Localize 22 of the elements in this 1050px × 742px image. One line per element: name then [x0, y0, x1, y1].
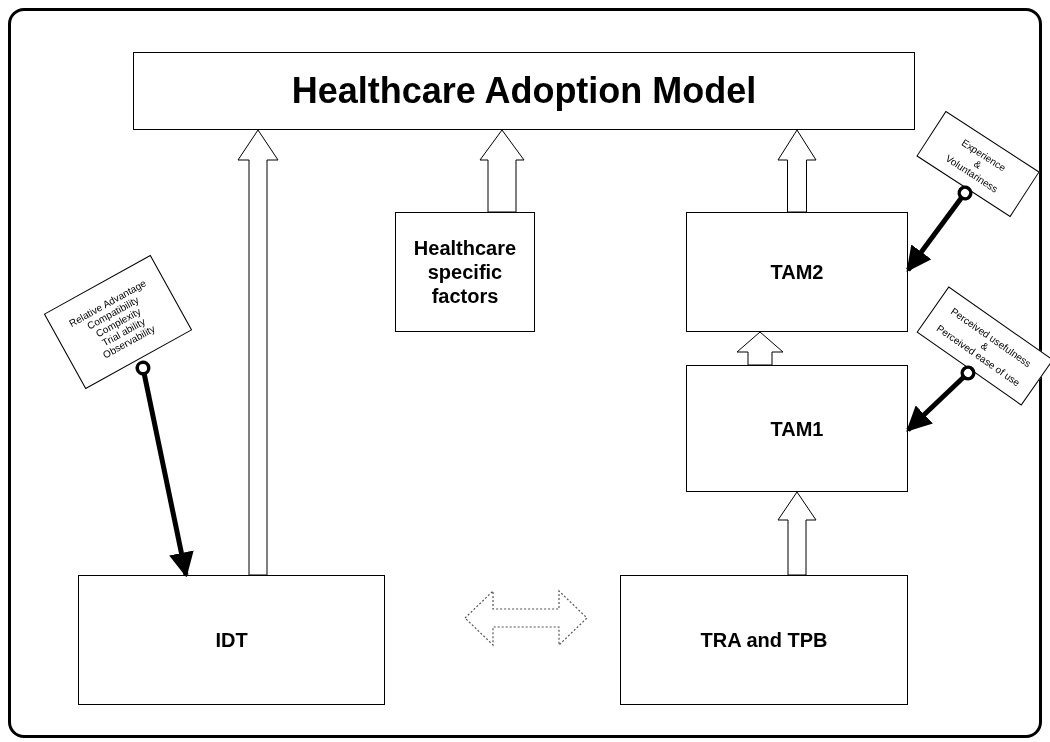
process-box — [686, 212, 908, 332]
box-label: Healthcare specific factors — [412, 236, 518, 308]
leader-arrow — [906, 365, 976, 432]
process-box — [686, 365, 908, 492]
box-label: TRA and TPB — [700, 628, 828, 652]
block-arrow — [777, 491, 817, 576]
process-box — [395, 212, 535, 332]
double-block-arrow — [464, 589, 588, 647]
block-arrow — [479, 129, 525, 213]
block-arrow — [777, 129, 817, 213]
process-box — [78, 575, 385, 705]
title-box — [133, 52, 915, 130]
title-text: Healthcare Adoption Model — [291, 71, 757, 111]
callout-text: & — [979, 339, 991, 353]
leader-arrow — [135, 360, 194, 578]
box-label: IDT — [215, 628, 248, 652]
box-label: TAM2 — [770, 260, 824, 284]
process-box — [620, 575, 908, 705]
box-label: TAM1 — [770, 416, 824, 441]
block-arrow — [736, 331, 784, 366]
block-arrow — [237, 129, 279, 576]
leader-arrow — [906, 185, 973, 272]
